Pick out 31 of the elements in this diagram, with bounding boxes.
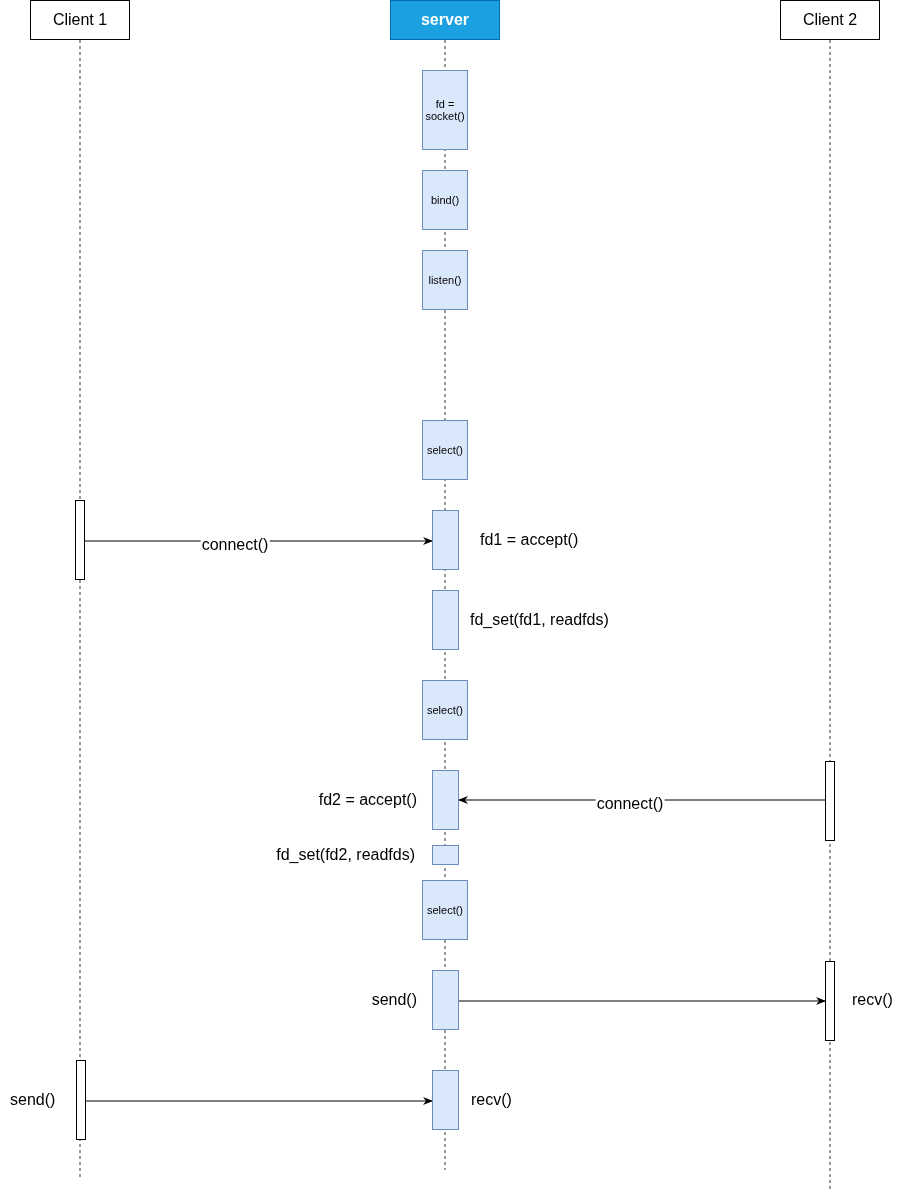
- edge-label: connect(): [595, 795, 665, 813]
- step-label: fd2 = accept(): [318, 790, 417, 810]
- activation-box: [432, 845, 459, 865]
- participant-box: server: [390, 0, 500, 40]
- activation-box: [432, 770, 459, 830]
- process-box: select(): [422, 680, 468, 740]
- activation-box: [432, 1070, 459, 1130]
- process-box: bind(): [422, 170, 468, 230]
- activation-bar: [825, 961, 835, 1041]
- activation-bar: [75, 500, 85, 580]
- step-label: recv(): [852, 990, 893, 1010]
- activation-box: [432, 590, 459, 650]
- step-label: fd_set(fd2, readfds): [276, 845, 415, 865]
- process-box: listen(): [422, 250, 468, 310]
- process-box: select(): [422, 420, 468, 480]
- activation-box: [432, 510, 459, 570]
- step-label: fd_set(fd1, readfds): [470, 610, 609, 630]
- process-box: select(): [422, 880, 468, 940]
- process-box: fd = socket(): [422, 70, 468, 150]
- step-label: send(): [10, 1090, 56, 1110]
- arrow: [85, 1097, 433, 1105]
- activation-box: [432, 970, 459, 1030]
- participant-box: Client 2: [780, 0, 880, 40]
- edge-label: connect(): [200, 536, 270, 554]
- participant-box: Client 1: [30, 0, 130, 40]
- step-label: recv(): [471, 1090, 512, 1110]
- activation-bar: [825, 761, 835, 841]
- activation-bar: [76, 1060, 86, 1140]
- step-label: fd1 = accept(): [480, 530, 579, 550]
- step-label: send(): [371, 990, 417, 1010]
- arrow: [458, 997, 826, 1005]
